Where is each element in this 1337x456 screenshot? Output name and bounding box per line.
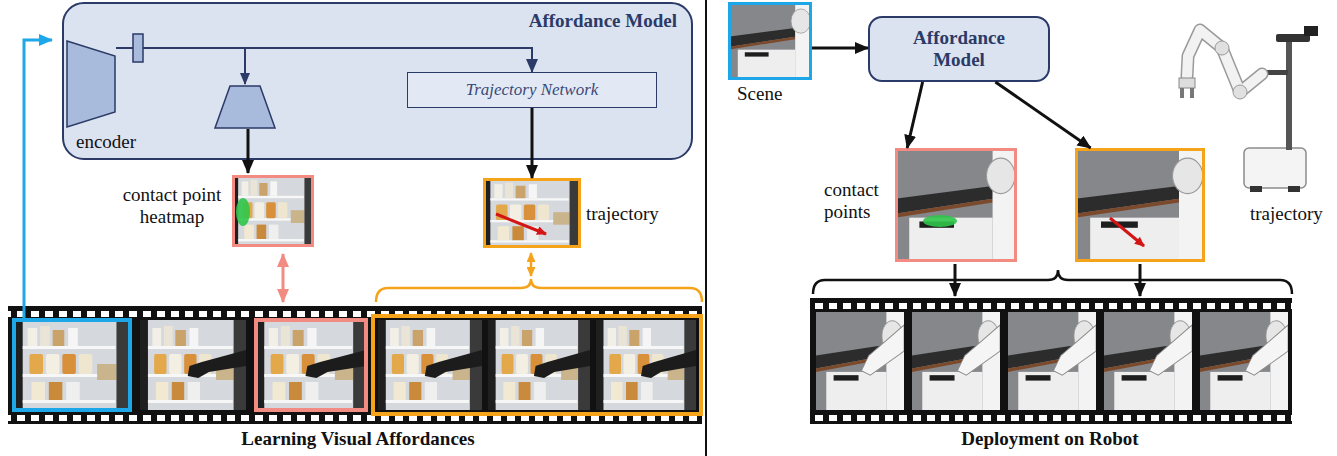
trajectory-arrow xyxy=(496,214,546,234)
image-frame: Scene xyxy=(728,2,812,80)
arm-link xyxy=(1187,30,1262,92)
input-arrow xyxy=(24,40,52,318)
frame-highlight xyxy=(373,316,701,414)
frame-highlight xyxy=(14,320,130,410)
caption-holder: Learning Visual Affordances xyxy=(158,428,558,450)
node-title: Affordance Model xyxy=(899,27,1019,71)
decoder-shape xyxy=(215,86,275,128)
film-strip xyxy=(810,298,1292,424)
sprocket-row xyxy=(810,414,1292,422)
camera xyxy=(1304,26,1318,36)
label-holder: Scene xyxy=(737,83,782,105)
model-box: Affordance Model xyxy=(868,16,1050,82)
wheel xyxy=(1250,186,1262,192)
sprocket-row xyxy=(810,302,1292,310)
encoder-shape: encoder xyxy=(66,40,116,128)
node-label: trajectory xyxy=(586,203,659,224)
gripper-finger xyxy=(1180,88,1184,98)
arm-outline xyxy=(1187,30,1262,92)
image-frame: trajectory xyxy=(483,178,581,248)
connector-arrow xyxy=(907,82,922,148)
caption-text: Deployment on Robot xyxy=(961,428,1138,449)
film-frame xyxy=(1104,312,1192,410)
image-frame: trajectory xyxy=(1075,148,1205,262)
divider-line xyxy=(705,0,707,456)
film-frame xyxy=(256,320,366,410)
connector-arrow xyxy=(812,47,868,50)
caption-holder: Deployment on Robot xyxy=(850,428,1250,450)
label-holder: trajectory xyxy=(1250,203,1323,225)
label-holder: contact point heatmap xyxy=(115,184,229,228)
trajectory-image xyxy=(483,178,581,248)
label-holder: trajectory xyxy=(586,203,659,225)
label-holder: encoder xyxy=(76,131,136,153)
caption-text: Learning Visual Affordances xyxy=(241,428,474,449)
frame-bracket xyxy=(376,279,702,302)
film-frame xyxy=(14,320,130,410)
wheel xyxy=(1288,186,1300,192)
heatmap-image xyxy=(232,175,314,247)
contact-points xyxy=(923,215,957,227)
scene-image xyxy=(728,2,812,80)
correspondence-arrow xyxy=(530,253,533,276)
encoder-outline xyxy=(66,40,116,128)
gripper-body xyxy=(1179,78,1195,88)
node-label: contact points xyxy=(824,179,879,222)
contact-image xyxy=(895,148,1017,262)
correspondence-arrow xyxy=(282,254,285,302)
film-frame xyxy=(1008,312,1096,410)
node-title: Affordance Model xyxy=(529,10,677,31)
connector-arrow xyxy=(531,108,534,178)
node-label: contact point heatmap xyxy=(123,184,222,227)
node-label: trajectory xyxy=(1250,203,1323,224)
trajectory-arrow xyxy=(1110,218,1144,246)
image-frame: contact points xyxy=(895,148,1017,262)
gripper-finger xyxy=(1190,88,1194,98)
robot-pole xyxy=(1286,40,1292,150)
film-frame xyxy=(378,320,482,410)
film-frame xyxy=(596,320,696,410)
node-label: Scene xyxy=(737,83,782,104)
film-frame xyxy=(140,320,246,410)
feature-arrow xyxy=(244,48,246,84)
frame-highlight xyxy=(256,320,366,410)
image-frame: contact point heatmap xyxy=(232,175,314,247)
film-strip xyxy=(8,306,702,424)
node-label: encoder xyxy=(76,131,136,152)
trajectory-image xyxy=(1075,148,1205,262)
film-frame xyxy=(912,312,1000,410)
encoder-trapezoid xyxy=(67,41,115,127)
decoder-arrow xyxy=(247,129,250,173)
model-panel: Affordance Model encoder Trajectory Networ… xyxy=(62,2,693,160)
label-holder: contact points xyxy=(824,179,890,223)
mobile-base xyxy=(1244,148,1306,188)
film-frame xyxy=(488,320,590,410)
bracket-arrow xyxy=(954,264,957,296)
connector-arrow xyxy=(995,82,1090,148)
film-frame xyxy=(1200,312,1288,410)
node-label: Trajectory Network xyxy=(466,80,599,100)
arm-joint xyxy=(1215,41,1229,55)
frame-bracket xyxy=(813,270,1292,294)
process-box: Trajectory Network xyxy=(407,72,657,108)
robot-illustration xyxy=(1179,26,1318,192)
film-frame xyxy=(816,312,904,410)
contact-heat xyxy=(236,198,250,226)
connector-arrow xyxy=(116,48,532,72)
label-holder: Affordance Model xyxy=(529,10,677,32)
arm-joint xyxy=(1233,85,1247,99)
bracket-arrow xyxy=(1139,264,1142,296)
latent-vector xyxy=(133,34,143,62)
